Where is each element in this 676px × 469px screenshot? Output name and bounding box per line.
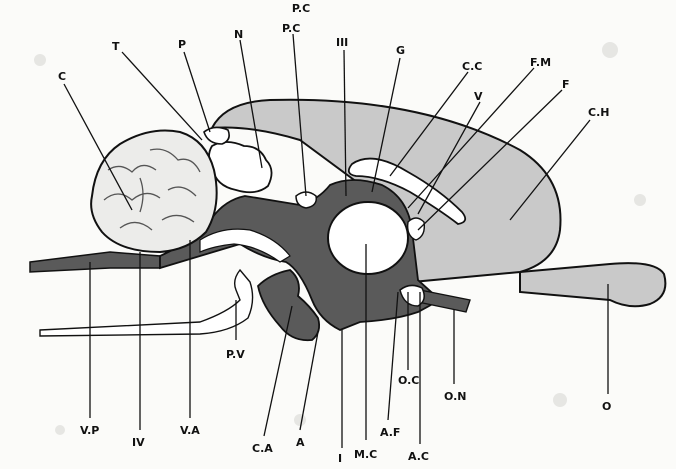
top-caption: P.C xyxy=(292,2,310,15)
ventral-region xyxy=(40,270,253,336)
label-p: P xyxy=(178,38,186,51)
olfactory-bulb xyxy=(520,263,665,306)
label-f: F xyxy=(562,78,570,91)
label-iv: IV xyxy=(132,436,145,449)
label-pv: P.V xyxy=(226,348,245,361)
label-fm: F.M xyxy=(530,56,551,69)
label-on: O.N xyxy=(444,390,467,403)
label-cc: C.C xyxy=(462,60,482,73)
label-mc: M.C xyxy=(354,448,377,461)
label-iii: III xyxy=(336,36,348,49)
label-n: N xyxy=(234,28,243,41)
label-i: I xyxy=(338,452,342,465)
pineal-body xyxy=(204,127,229,144)
label-ch: C.H xyxy=(588,106,609,119)
label-v: V xyxy=(474,90,483,103)
label-t: T xyxy=(112,40,120,53)
label-ac: A.C xyxy=(408,450,429,463)
label-oc: O.C xyxy=(398,374,419,387)
label-c: C xyxy=(58,70,66,83)
label-vp: V.P xyxy=(80,424,99,437)
middle-commissure xyxy=(328,202,408,274)
label-ca: C.A xyxy=(252,442,273,455)
label-a: A xyxy=(296,436,305,449)
cerebellum xyxy=(91,131,217,253)
label-g: G xyxy=(396,44,405,57)
label-af: A.F xyxy=(380,426,400,439)
label-va: V.A xyxy=(180,424,200,437)
anterior-commissure-area xyxy=(408,218,425,240)
label-pc: P.C xyxy=(282,22,300,35)
label-o: O xyxy=(602,400,611,413)
